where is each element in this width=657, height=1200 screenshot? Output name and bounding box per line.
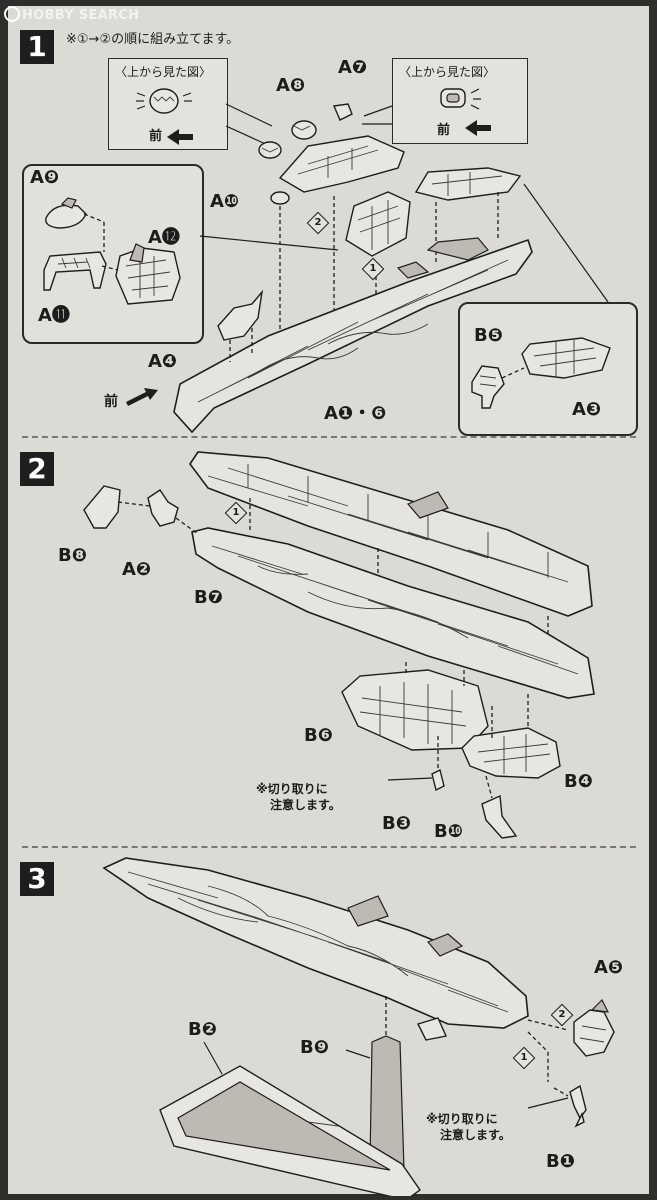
step2-seq-1-text: 1 bbox=[232, 507, 240, 518]
step-3-cut-note-line-2: 注意します。 bbox=[440, 1128, 511, 1142]
label-a10: A❿ bbox=[210, 191, 240, 212]
top-view-callout-left: 〈上から見た図〉 前 bbox=[108, 58, 228, 150]
label-a4: A❹ bbox=[148, 351, 178, 372]
watermark-logo-icon bbox=[4, 6, 20, 22]
label-a2: A❷ bbox=[122, 559, 152, 580]
label-b7: B❼ bbox=[194, 587, 223, 608]
step-3-assembly-drawing bbox=[102, 857, 615, 1196]
step-2-cut-note-line-2: 注意します。 bbox=[270, 798, 341, 812]
inset-right-drawing bbox=[471, 337, 611, 409]
step-2-number: 2 bbox=[20, 452, 54, 486]
label-a3: A❸ bbox=[572, 399, 602, 420]
callout-right-title: 〈上から見た図〉 bbox=[399, 65, 496, 79]
label-b6: B❻ bbox=[304, 725, 333, 746]
seq-2-text: 2 bbox=[314, 217, 322, 228]
label-front: 前 bbox=[104, 394, 118, 410]
label-b8: B❽ bbox=[58, 545, 87, 566]
callout-left-title: 〈上から見た図〉 bbox=[115, 65, 212, 79]
label-b9: B❾ bbox=[300, 1037, 329, 1058]
callout-left-drawing bbox=[136, 88, 193, 145]
step-1-assembly-drawing bbox=[126, 103, 609, 434]
divider-1-2 bbox=[22, 436, 636, 438]
step3-seq-1-text: 1 bbox=[520, 1052, 528, 1063]
watermark: HOBBY SEARCH bbox=[4, 6, 139, 23]
divider-2-3 bbox=[22, 846, 636, 848]
instruction-sheet: 1 ※①→②の順に組み立てます。 〈上から見た図〉 前 〈上から見た図〉 前 bbox=[8, 6, 649, 1196]
inset-box-a9-a12 bbox=[22, 164, 204, 344]
watermark-text: HOBBY SEARCH bbox=[22, 8, 140, 23]
step-2-cut-note-line-1: ※切り取りに bbox=[256, 782, 328, 796]
step-1-instruction: ※①→②の順に組み立てます。 bbox=[66, 32, 240, 47]
step-3-number: 3 bbox=[20, 862, 54, 896]
label-b3: B❸ bbox=[382, 813, 411, 834]
label-a1-a6: A❶・❻ bbox=[324, 403, 387, 424]
label-b4: B❹ bbox=[564, 771, 593, 792]
label-a9: A❾ bbox=[30, 167, 60, 188]
label-a8: A❽ bbox=[276, 75, 306, 96]
callout-left-front-label: 前 bbox=[149, 129, 163, 144]
callout-right-front-label: 前 bbox=[437, 123, 451, 138]
top-view-callout-right: 〈上から見た図〉 前 bbox=[392, 58, 528, 144]
step-3-cut-note-line-1: ※切り取りに bbox=[426, 1112, 498, 1126]
seq-1-text: 1 bbox=[369, 263, 377, 274]
label-a7: A❼ bbox=[338, 57, 368, 78]
label-a5: A❺ bbox=[594, 957, 624, 978]
label-a12: A⓬ bbox=[148, 227, 180, 248]
inset-box-b5-a3 bbox=[458, 302, 638, 436]
label-a11: A⓫ bbox=[38, 305, 70, 326]
label-b10: B❿ bbox=[434, 821, 463, 842]
label-b5: B❺ bbox=[474, 325, 503, 346]
step3-seq-2-text: 2 bbox=[558, 1009, 566, 1020]
callout-right-drawing bbox=[440, 88, 491, 136]
step-2-assembly-drawing bbox=[83, 451, 595, 839]
label-b1: B❶ bbox=[546, 1151, 575, 1172]
label-b2: B❷ bbox=[188, 1019, 217, 1040]
inset-left-drawing bbox=[43, 197, 181, 305]
step-1-number: 1 bbox=[20, 30, 54, 64]
